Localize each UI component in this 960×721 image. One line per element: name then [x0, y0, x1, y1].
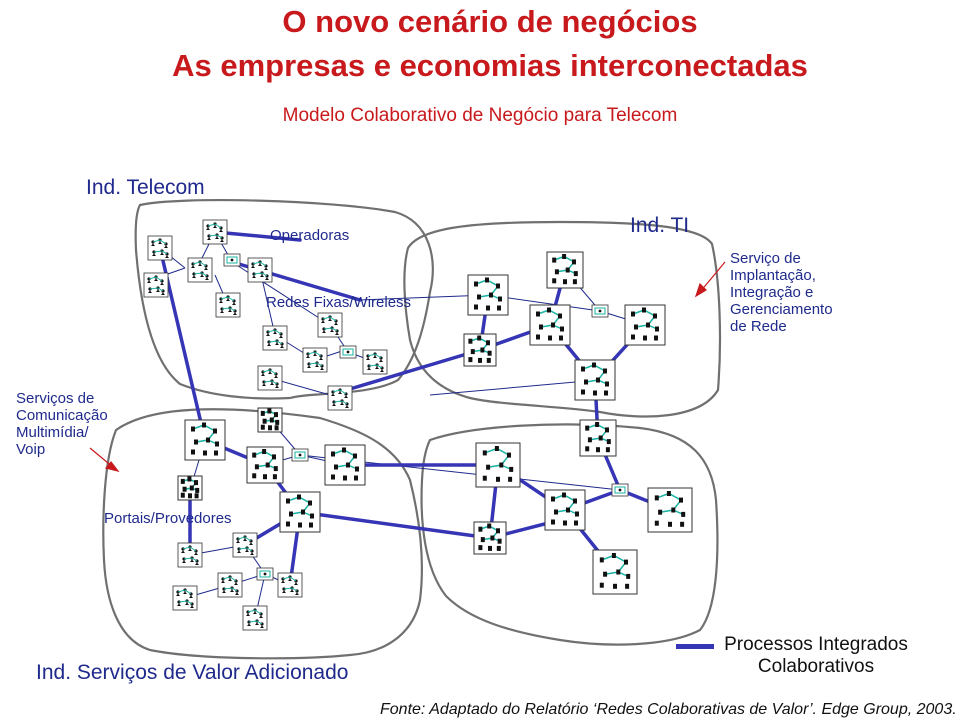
org-network-icon [592, 549, 638, 595]
annotation-arrows [89, 261, 726, 473]
cluster-telecom-outline [134, 199, 434, 400]
people-network-icon [247, 257, 273, 283]
org-network-icon [463, 333, 497, 367]
people-network-icon [217, 572, 243, 598]
model-title: Modelo Colaborativo de Negócio para Tele… [282, 105, 678, 126]
org-network-icon [184, 419, 226, 461]
people-network-icon [187, 257, 213, 283]
label-servicos-com: Serviços de Comunicação Multimídia/ Voip [16, 390, 108, 458]
org-network-icon [246, 446, 284, 484]
label-ind-ti: Ind. TI [630, 214, 690, 237]
device-icon [591, 304, 609, 318]
people-network-icon [143, 272, 169, 298]
org-network-icon [257, 407, 283, 433]
org-network-icon [324, 444, 366, 486]
legend-line1: Processos Integrados [724, 634, 908, 655]
label-portais: Portais/Provedores [104, 510, 232, 527]
people-network-icon [302, 347, 328, 373]
people-network-icon [232, 532, 258, 558]
cluster-services-outline [102, 408, 424, 660]
org-network-icon [473, 521, 507, 555]
org-network-icon [279, 491, 321, 533]
label-redes: Redes Fixas/Wireless [266, 294, 412, 311]
people-network-icon [327, 385, 353, 411]
label-servico-impl-line: de Rede [730, 318, 787, 335]
org-network-icon [579, 419, 617, 457]
people-network-icon [362, 349, 388, 375]
people-network-icon [147, 235, 173, 261]
label-servicos-com-line: Multimídia/ [16, 424, 89, 441]
org-network-icon [624, 304, 666, 346]
legend-line-icon [676, 644, 714, 649]
org-network-icon [546, 251, 584, 289]
org-network-icon [177, 475, 203, 501]
device-icon [256, 567, 274, 581]
page-subtitle: As empresas e economias interconectadas [172, 48, 808, 83]
label-ind-telecom: Ind. Telecom [86, 176, 205, 199]
org-network-icon [574, 359, 616, 401]
org-network-icon [529, 304, 571, 346]
cluster-portais-outline [420, 423, 719, 646]
label-servico-impl-line: Implantação, [730, 267, 816, 284]
people-network-icon [202, 219, 228, 245]
people-network-icon [177, 542, 203, 568]
people-network-icon [262, 325, 288, 351]
device-icon [611, 483, 629, 497]
people-network-icon [317, 312, 343, 338]
org-network-icon [647, 487, 693, 533]
people-network-icon [172, 585, 198, 611]
label-servicos-com-line: Voip [16, 441, 46, 458]
legend-text: Processos Integrados Colaborativos [700, 634, 932, 678]
org-network-icon [467, 274, 509, 316]
label-servico-impl-line: Gerenciamento [730, 301, 833, 318]
process-connections [158, 230, 672, 587]
people-network-icon [215, 292, 241, 318]
label-ind-servicos: Ind. Serviços de Valor Adicionado [36, 661, 349, 684]
label-servico-impl-line: Integração e [730, 284, 814, 301]
label-servicos-com-line: Serviços de [16, 390, 95, 407]
label-operadoras: Operadoras [270, 227, 350, 244]
org-network-icon [475, 442, 521, 488]
label-servico-impl: Serviço de Implantação, Integração e Ger… [730, 250, 833, 335]
people-network-icon [242, 605, 268, 631]
label-servicos-com-line: Comunicação [16, 407, 108, 424]
legend-line2: Colaborativos [757, 656, 875, 677]
label-servico-impl-line: Serviço de [730, 250, 801, 267]
org-network-icon [544, 489, 586, 531]
page-title: O novo cenário de negócios [282, 4, 698, 39]
device-icon [291, 448, 309, 462]
people-network-icon [277, 572, 303, 598]
source-note: Fonte: Adaptado do Relatório ‘Redes Cola… [380, 701, 957, 718]
device-icon [339, 345, 357, 359]
people-network-icon [257, 365, 283, 391]
device-icon [223, 253, 241, 267]
